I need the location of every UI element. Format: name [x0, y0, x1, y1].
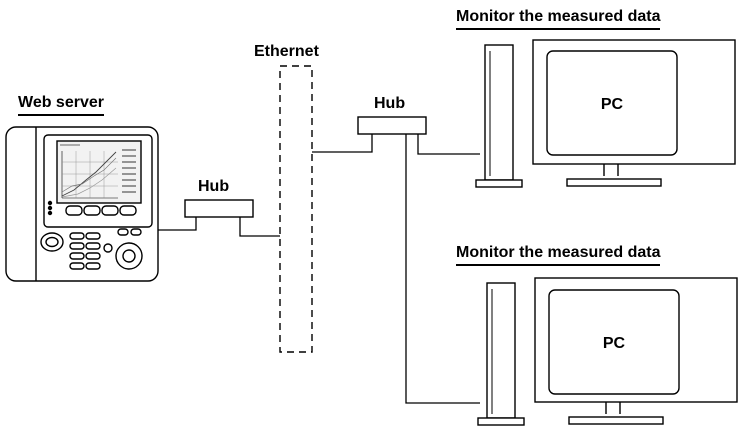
ethernet-label: Ethernet	[254, 43, 319, 60]
cable-server-to-hub-left	[158, 217, 197, 231]
device-screen	[56, 140, 142, 204]
ethernet-backbone	[279, 65, 313, 353]
pc-top-caption: Monitor the measured data	[456, 9, 661, 30]
pc-bottom-screen-label: PC	[603, 335, 626, 352]
web-server-device	[5, 126, 159, 282]
hub-left	[184, 199, 254, 218]
web-server-label: Web server	[18, 95, 104, 116]
cable-ethernet-to-hub-right	[312, 134, 373, 153]
pc-bottom-caption: Monitor the measured data	[456, 245, 661, 266]
pc-top	[475, 39, 736, 188]
pc-bottom-monitor-base	[568, 416, 664, 425]
pc-bottom	[477, 277, 738, 426]
cable-hub-right-to-pc-bottom	[405, 134, 480, 404]
pc-bottom-tower	[486, 282, 516, 419]
hub-right-label: Hub	[374, 95, 406, 112]
pc-bottom-monitor-screen	[548, 289, 680, 395]
hub-left-label: Hub	[198, 178, 230, 195]
pc-top-tower	[484, 44, 514, 181]
pc-top-screen-label: PC	[601, 96, 624, 113]
device-keypad	[40, 228, 143, 270]
pc-bottom-tower-base	[477, 417, 525, 426]
cable-hub-left-to-ethernet	[239, 217, 280, 237]
hub-right	[357, 116, 427, 135]
pc-top-monitor-base	[566, 178, 662, 187]
network-cables	[158, 134, 480, 404]
pc-top-monitor-screen	[546, 50, 678, 156]
pc-top-tower-base	[475, 179, 523, 188]
cable-hub-right-to-pc-top	[417, 134, 480, 155]
